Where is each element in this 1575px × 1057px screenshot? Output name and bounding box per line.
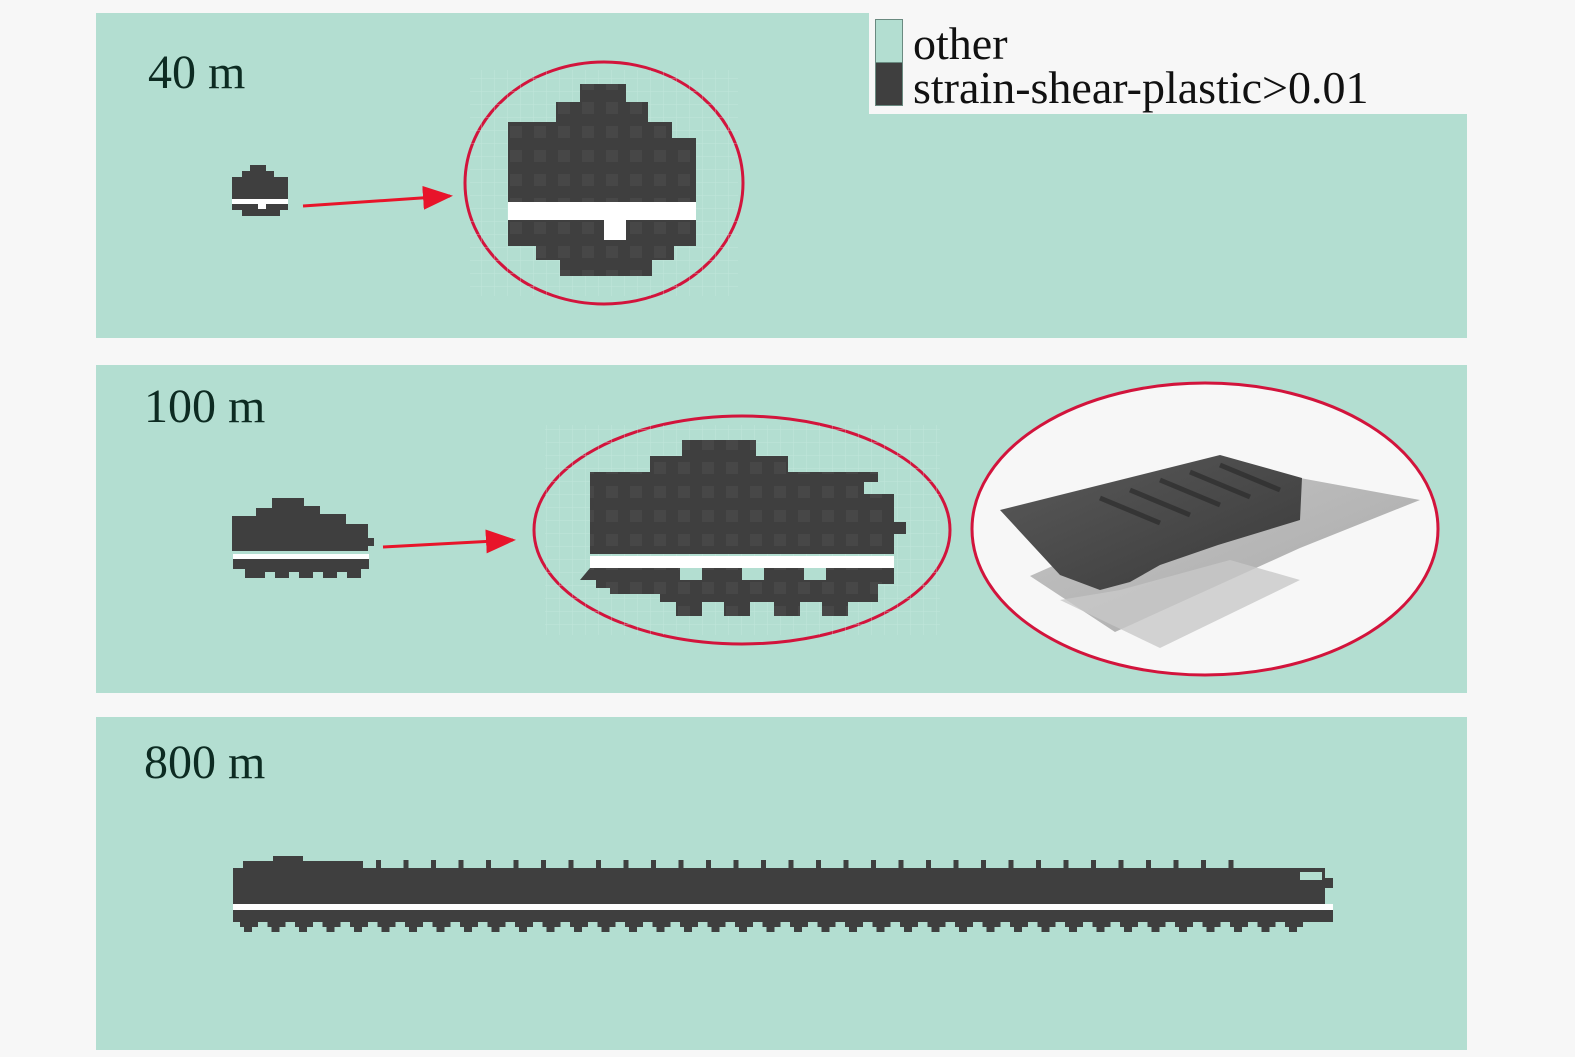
strip-bottom-tooth [460,922,478,932]
strip-bottom-tooth [1092,922,1111,932]
legend-label-other: other [913,18,1008,69]
scale-label-100m: 100 m [144,380,266,433]
strip-top-tooth [486,860,491,868]
strip-bottom-tooth [322,922,341,932]
strip-bottom-tooth [1257,922,1276,932]
strip-top-tooth [1118,860,1124,868]
strip-top-tooth [403,860,409,868]
strip-bottom-tooth [817,922,836,932]
strip-top-tooth [1036,860,1041,868]
strip-bottom-tooth [900,922,918,932]
strip-top-tooth [733,860,739,868]
scale-label-800m: 800 m [144,736,266,789]
strip-top-tooth [1091,860,1096,868]
strip-bottom-tooth [1147,922,1166,932]
strip-bottom-tooth [1120,922,1138,932]
strip-bottom-tooth [652,922,671,932]
strip-top-tooth [761,860,766,868]
small-shape-40m [232,165,288,216]
strip-bottom-tooth [1037,922,1056,932]
strip-top-tooth [843,860,849,868]
strip-top-tooth [953,860,959,868]
strain-strip-800m [233,856,1333,932]
strip-bottom-tooth [542,922,561,932]
strip-top-tooth [981,860,986,868]
strip-bottom-tooth [1010,922,1028,932]
strip-top-tooth [871,860,876,868]
strip-bottom-tooth [267,922,286,932]
strip-bottom-tooth [707,922,726,932]
strip-top-tooth [568,860,574,868]
strip-bottom-tooth [432,922,451,932]
strip-bottom-tooth [240,922,258,932]
strip-bottom-tooth [1175,922,1193,932]
strip-bottom-tooth [927,922,946,932]
strip-top-tooth [1173,860,1179,868]
3d-inset-100m [970,381,1440,677]
strip-top-tooth [431,860,436,868]
strip-bottom-tooth [1202,922,1221,932]
legend-swatch-strain [875,62,903,106]
strip-bottom-tooth [405,922,423,932]
zoom-arrow-100m [382,529,516,554]
zoom-arrow-40m [302,185,453,210]
strip-bottom-tooth [872,922,891,932]
strip-top-tooth [678,860,684,868]
strip-top-tooth [623,860,629,868]
strip-top-tooth [706,860,711,868]
scale-label-40m: 40 m [148,46,246,99]
strip-bottom-tooth [982,922,1001,932]
small-shape-100m [232,498,374,578]
strip-bottom-tooth [515,922,533,932]
strip-top-tooth [1008,860,1014,868]
strip-top-tooth [898,860,904,868]
strip-bottom-tooth [625,922,643,932]
strip-bottom-tooth [735,922,753,932]
legend: other strain-shear-plastic>0.01 [869,13,1467,114]
strip-bottom-tooth [377,922,396,932]
strip-bottom-tooth [570,922,588,932]
strip-top-tooth [458,860,464,868]
strip-top-tooth [596,860,601,868]
strip-top-tooth [788,860,794,868]
strip-top-tooth [1146,860,1151,868]
strip-bottom-tooth [790,922,808,932]
strip-top-tooth [816,860,821,868]
strip-top-tooth [541,860,546,868]
strip-bottom-tooth [845,922,863,932]
strip-bottom-tooth [350,922,368,932]
strip-bottom-tooth [295,922,313,932]
strip-bottom-tooth [1065,922,1083,932]
strip-top-tooth [1201,860,1206,868]
strip-bottom-tooth [1230,922,1248,932]
strip-bottom-tooth [680,922,698,932]
strip-top-tooth [376,860,381,868]
strip-bottom-tooth [955,922,973,932]
strip-bottom-tooth [1285,922,1303,932]
strip-bottom-tooth [597,922,616,932]
strip-top-tooth [651,860,656,868]
zoom-inset-100m [532,414,952,646]
strip-top-tooth [513,860,519,868]
strip-top-tooth [1228,860,1234,868]
zoom-inset-40m [463,60,745,306]
strip-top-tooth [926,860,931,868]
strip-bottom-tooth [487,922,506,932]
strip-bottom-tooth [762,922,781,932]
strip-top-tooth [1063,860,1069,868]
legend-label-strain: strain-shear-plastic>0.01 [913,62,1369,113]
